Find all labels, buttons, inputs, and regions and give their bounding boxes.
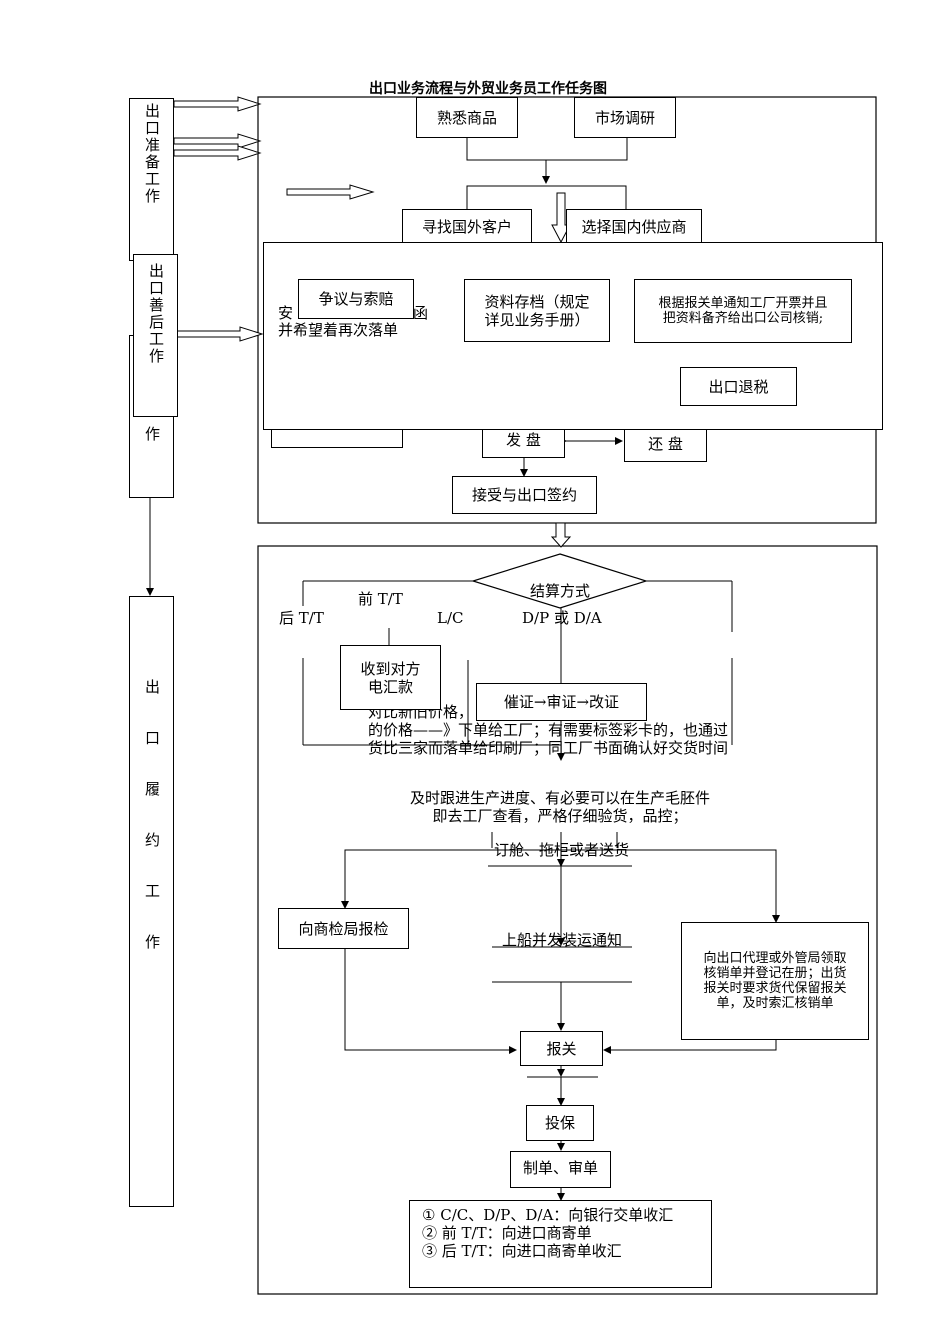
choose-supplier-box: 选择国内供应商 bbox=[566, 209, 702, 244]
verification-notify-box: 根据报关单通知工厂开票并且 把资料备齐给出口公司核销; bbox=[634, 279, 852, 343]
familiar-goods-box: 熟悉商品 bbox=[416, 97, 518, 138]
verification-slip-box: 向出口代理或外管局领取 核销单并登记在册；出货 报关时要求货代保留报关 单，及时… bbox=[681, 922, 869, 1040]
side-perform-label: 出口履约工作 bbox=[143, 679, 161, 985]
final-settlement-box: ① C/C、D/P、D/A：向银行交单收汇 ② 前 T/T：向进口商寄单 ③ 后… bbox=[409, 1200, 712, 1288]
market-research-box: 市场调研 bbox=[574, 97, 676, 138]
customs-declaration-box: 报关 bbox=[520, 1031, 603, 1066]
page-title: 出口业务流程与外贸业务员工作任务图 bbox=[369, 81, 607, 97]
side-hidden-label: 作 bbox=[143, 426, 161, 443]
compare-prices-text: 对比新旧价格， ，取得最有竞争力 的价格——》下单给工厂；有需要标签彩卡的，也通… bbox=[368, 703, 729, 757]
side-after-box: 出口善后工作 bbox=[133, 254, 178, 417]
shipping-notice-text: 上船并发装运通知 bbox=[502, 931, 623, 949]
post-tt-label: 后 T/T bbox=[279, 609, 324, 627]
side-perform-box: 出口履约工作 bbox=[129, 596, 174, 1207]
side-prep-label: 出口准备工作 bbox=[143, 103, 161, 205]
side-prep-box: 出口准备工作 bbox=[129, 98, 174, 261]
thanks-text-start: 安 bbox=[278, 304, 294, 322]
pre-tt-label: 前 T/T bbox=[358, 590, 403, 608]
booking-text: 订舱、拖柜或者送货 bbox=[494, 841, 630, 859]
thanks-text-end: 函 bbox=[413, 304, 429, 322]
documents-box: 制单、审单 bbox=[510, 1151, 611, 1188]
lc-steps-box: 催证→审证→改证 bbox=[476, 683, 647, 721]
dispute-claim-box: 争议与索赔 bbox=[298, 279, 414, 319]
accept-sign-box: 接受与出口签约 bbox=[452, 476, 597, 514]
lc-label: L/C bbox=[437, 609, 464, 627]
tax-refund-box: 出口退税 bbox=[680, 367, 797, 406]
archive-box: 资料存档（规定 详见业务手册） bbox=[464, 279, 610, 342]
counter-offer-box: 还 盘 bbox=[624, 426, 707, 462]
insurance-box: 投保 bbox=[526, 1105, 594, 1141]
inspection-box: 向商检局报检 bbox=[278, 908, 409, 949]
follow-production-text: 及时跟进生产进度、有必要可以在生产毛胚件 即去工厂查看，严格仔细验货，品控； bbox=[409, 789, 710, 825]
side-after-label: 出口善后工作 bbox=[147, 263, 165, 365]
find-customer-box: 寻找国外客户 bbox=[402, 209, 532, 244]
thanks-text-line2: 并希望着再次落单 bbox=[278, 321, 399, 339]
settlement-method-label: 结算方式 bbox=[529, 581, 590, 600]
dp-da-label: D/P 或 D/A bbox=[522, 609, 602, 627]
received-remittance-box: 收到对方 电汇款 bbox=[340, 645, 441, 710]
